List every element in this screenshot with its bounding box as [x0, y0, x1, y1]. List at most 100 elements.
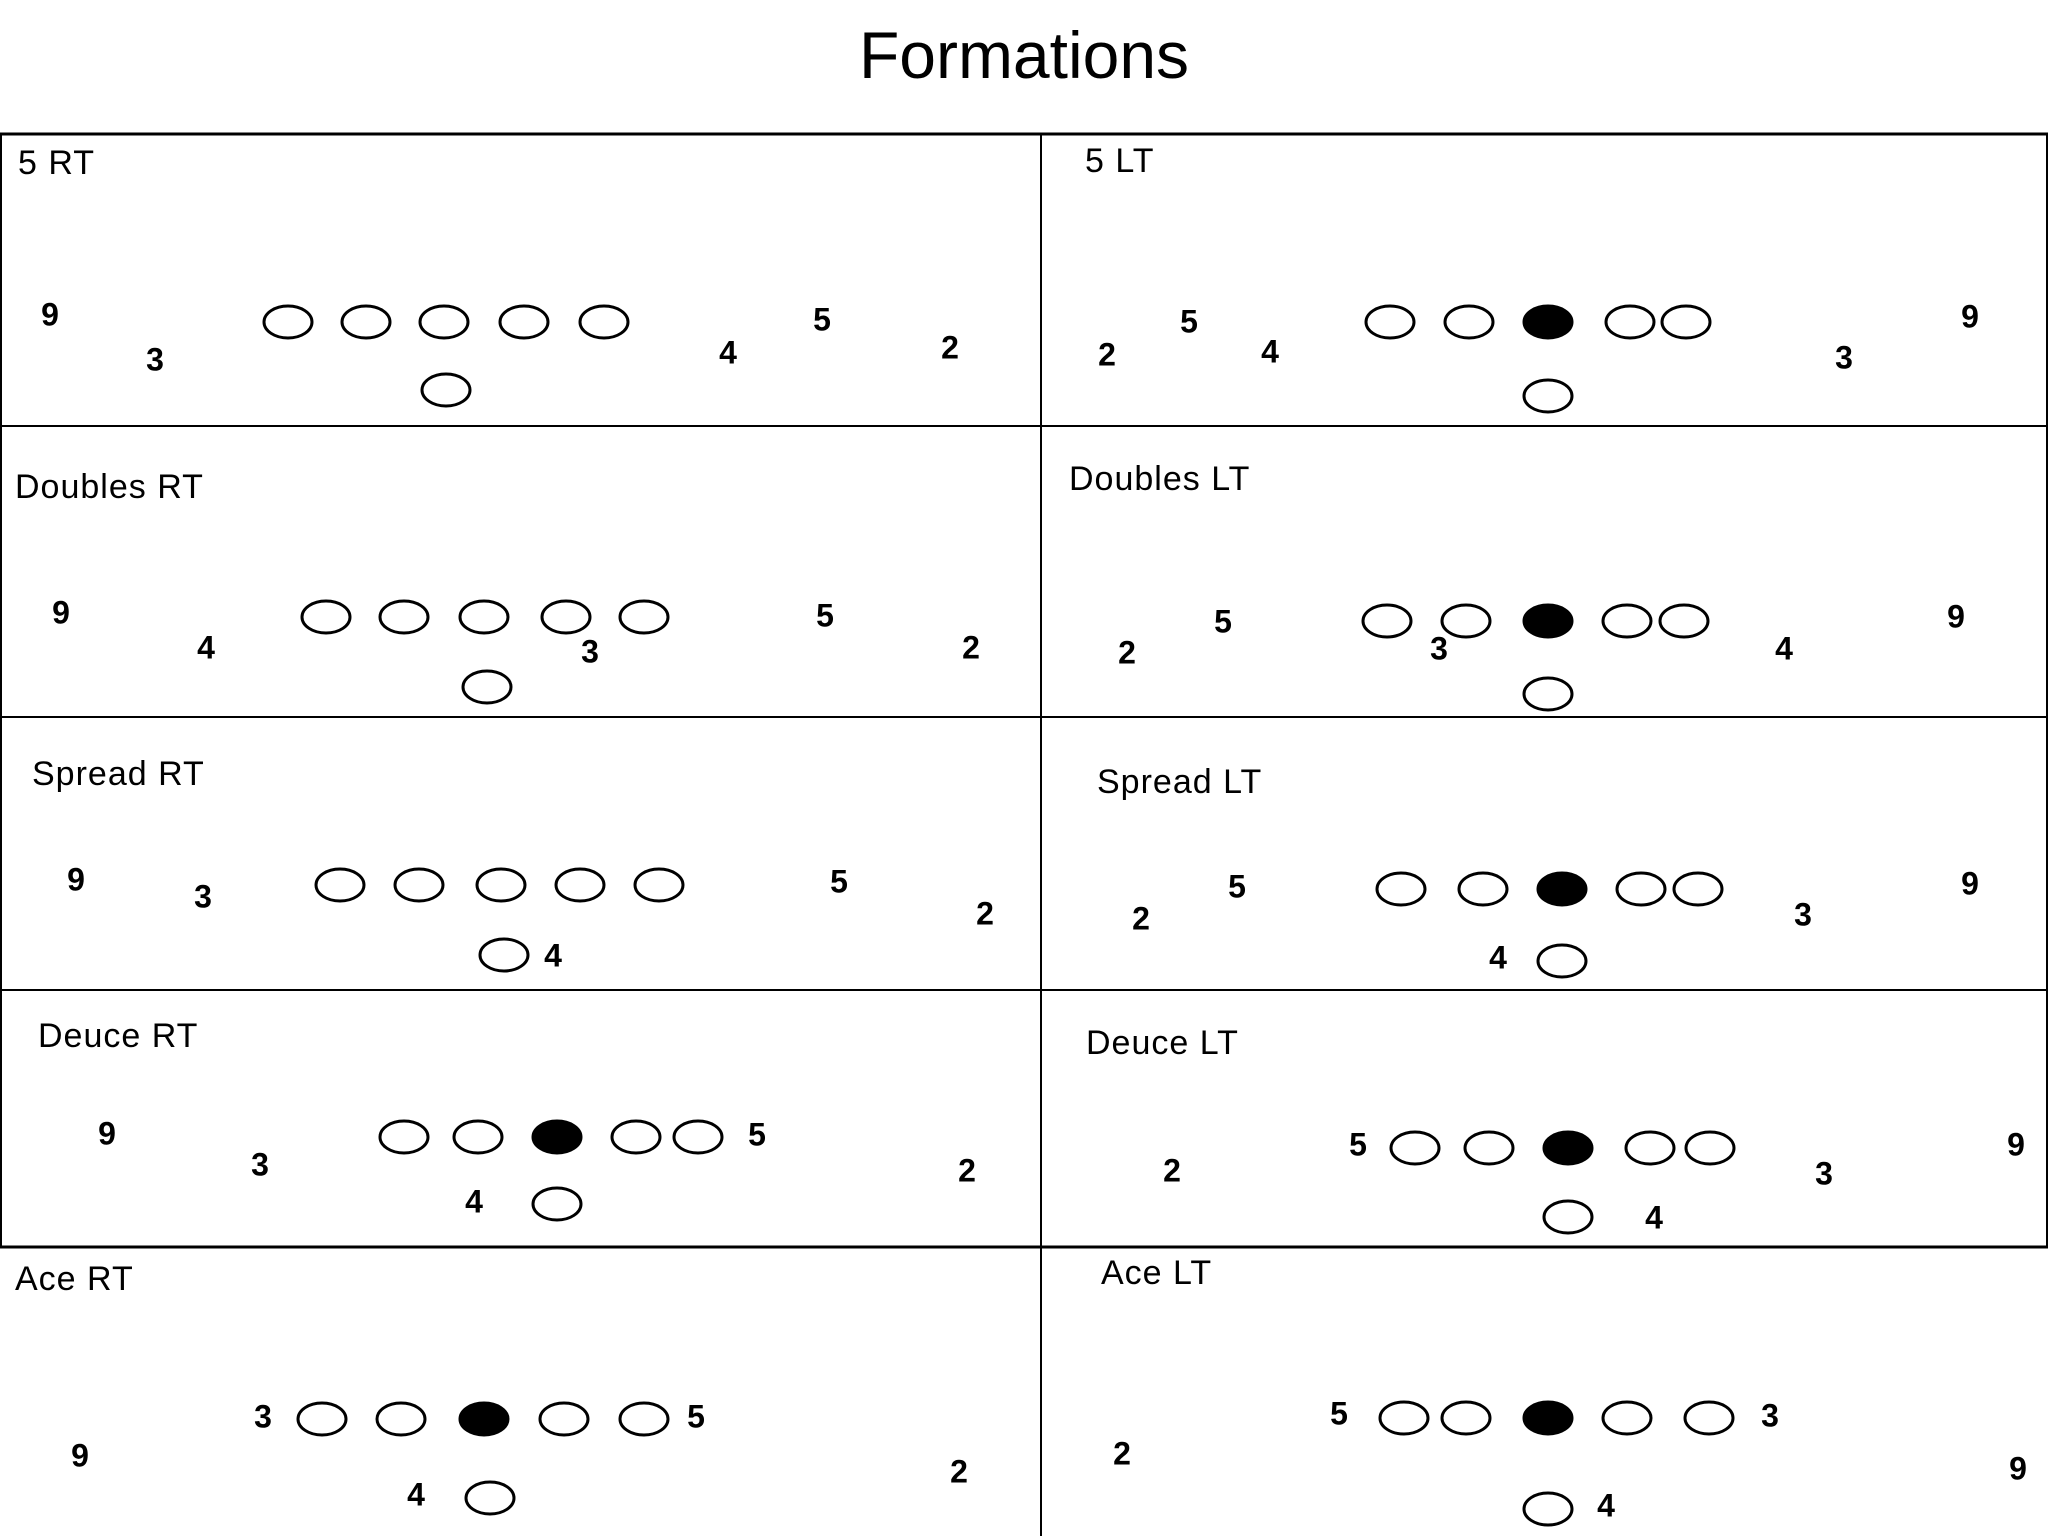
- formation-name: 5 RT: [18, 144, 95, 182]
- center-player-marker: [458, 1401, 510, 1437]
- player-marker: [531, 1186, 583, 1222]
- position-number: 5: [687, 1398, 705, 1434]
- player-marker: [538, 1401, 590, 1437]
- position-number: 3: [1794, 896, 1812, 932]
- player-marker: [1457, 871, 1509, 907]
- player-marker: [1658, 603, 1710, 639]
- position-number: 5: [1228, 868, 1246, 904]
- player-marker: [1389, 1130, 1441, 1166]
- player-marker: [300, 599, 352, 635]
- position-number: 5: [1349, 1126, 1367, 1162]
- player-marker: [1378, 1400, 1430, 1436]
- formation-name: Spread RT: [32, 755, 205, 793]
- position-number: 4: [407, 1476, 425, 1512]
- position-number: 3: [581, 633, 599, 669]
- player-marker: [1440, 1400, 1492, 1436]
- position-number: 4: [465, 1183, 483, 1219]
- player-marker: [618, 599, 670, 635]
- player-marker: [314, 867, 366, 903]
- position-number: 9: [2009, 1450, 2027, 1486]
- position-number: 5: [748, 1116, 766, 1152]
- position-number: 9: [52, 594, 70, 630]
- center-player-marker: [531, 1119, 583, 1155]
- player-marker: [672, 1119, 724, 1155]
- position-number: 9: [2007, 1126, 2025, 1162]
- position-number: 3: [1815, 1155, 1833, 1191]
- player-marker: [1542, 1199, 1594, 1235]
- position-number: 3: [146, 341, 164, 377]
- player-marker: [1522, 378, 1574, 414]
- formation-name: 5 LT: [1085, 142, 1155, 180]
- position-number: 3: [1761, 1397, 1779, 1433]
- player-marker: [1463, 1130, 1515, 1166]
- player-marker: [1361, 603, 1413, 639]
- player-marker: [340, 304, 392, 340]
- player-marker: [458, 599, 510, 635]
- position-number: 4: [1775, 630, 1793, 666]
- player-marker: [1364, 304, 1416, 340]
- formation-name: Deuce LT: [1086, 1024, 1239, 1062]
- player-marker: [1522, 1491, 1574, 1527]
- player-marker: [1604, 304, 1656, 340]
- player-marker: [633, 867, 685, 903]
- center-player-marker: [1522, 304, 1574, 340]
- position-number: 2: [1113, 1435, 1131, 1471]
- position-number: 3: [1430, 630, 1448, 666]
- formation-name: Doubles LT: [1069, 460, 1250, 498]
- player-marker: [378, 1119, 430, 1155]
- player-marker: [578, 304, 630, 340]
- position-number: 2: [1098, 336, 1116, 372]
- position-number: 4: [544, 937, 562, 973]
- position-number: 9: [71, 1437, 89, 1473]
- player-marker: [1601, 1400, 1653, 1436]
- position-number: 2: [1163, 1152, 1181, 1188]
- center-player-marker: [1542, 1130, 1594, 1166]
- position-number: 9: [41, 296, 59, 332]
- page-title: Formations: [858, 18, 1190, 92]
- player-marker: [1522, 676, 1574, 712]
- player-marker: [418, 304, 470, 340]
- player-marker: [1375, 871, 1427, 907]
- player-marker: [375, 1401, 427, 1437]
- position-number: 9: [1961, 298, 1979, 334]
- center-player-marker: [1536, 871, 1588, 907]
- position-number: 3: [254, 1398, 272, 1434]
- player-marker: [461, 669, 513, 705]
- formation-name: Ace RT: [15, 1260, 134, 1298]
- position-number: 2: [958, 1152, 976, 1188]
- position-number: 2: [941, 329, 959, 365]
- position-number: 9: [67, 861, 85, 897]
- player-marker: [464, 1480, 516, 1516]
- position-number: 2: [1118, 634, 1136, 670]
- player-marker: [554, 867, 606, 903]
- player-marker: [1683, 1400, 1735, 1436]
- player-marker: [378, 599, 430, 635]
- player-marker: [393, 867, 445, 903]
- position-number: 9: [98, 1115, 116, 1151]
- player-marker: [1440, 603, 1492, 639]
- player-marker: [1443, 304, 1495, 340]
- position-number: 4: [1489, 939, 1507, 975]
- position-number: 5: [1330, 1395, 1348, 1431]
- player-marker: [1624, 1130, 1676, 1166]
- position-number: 5: [816, 597, 834, 633]
- position-number: 9: [1947, 598, 1965, 634]
- player-marker: [478, 937, 530, 973]
- position-number: 3: [1835, 339, 1853, 375]
- player-marker: [475, 867, 527, 903]
- position-number: 4: [1261, 333, 1279, 369]
- position-number: 2: [976, 895, 994, 931]
- position-number: 3: [194, 878, 212, 914]
- formation-name: Doubles RT: [15, 468, 204, 506]
- player-marker: [1660, 304, 1712, 340]
- center-player-marker: [1522, 1400, 1574, 1436]
